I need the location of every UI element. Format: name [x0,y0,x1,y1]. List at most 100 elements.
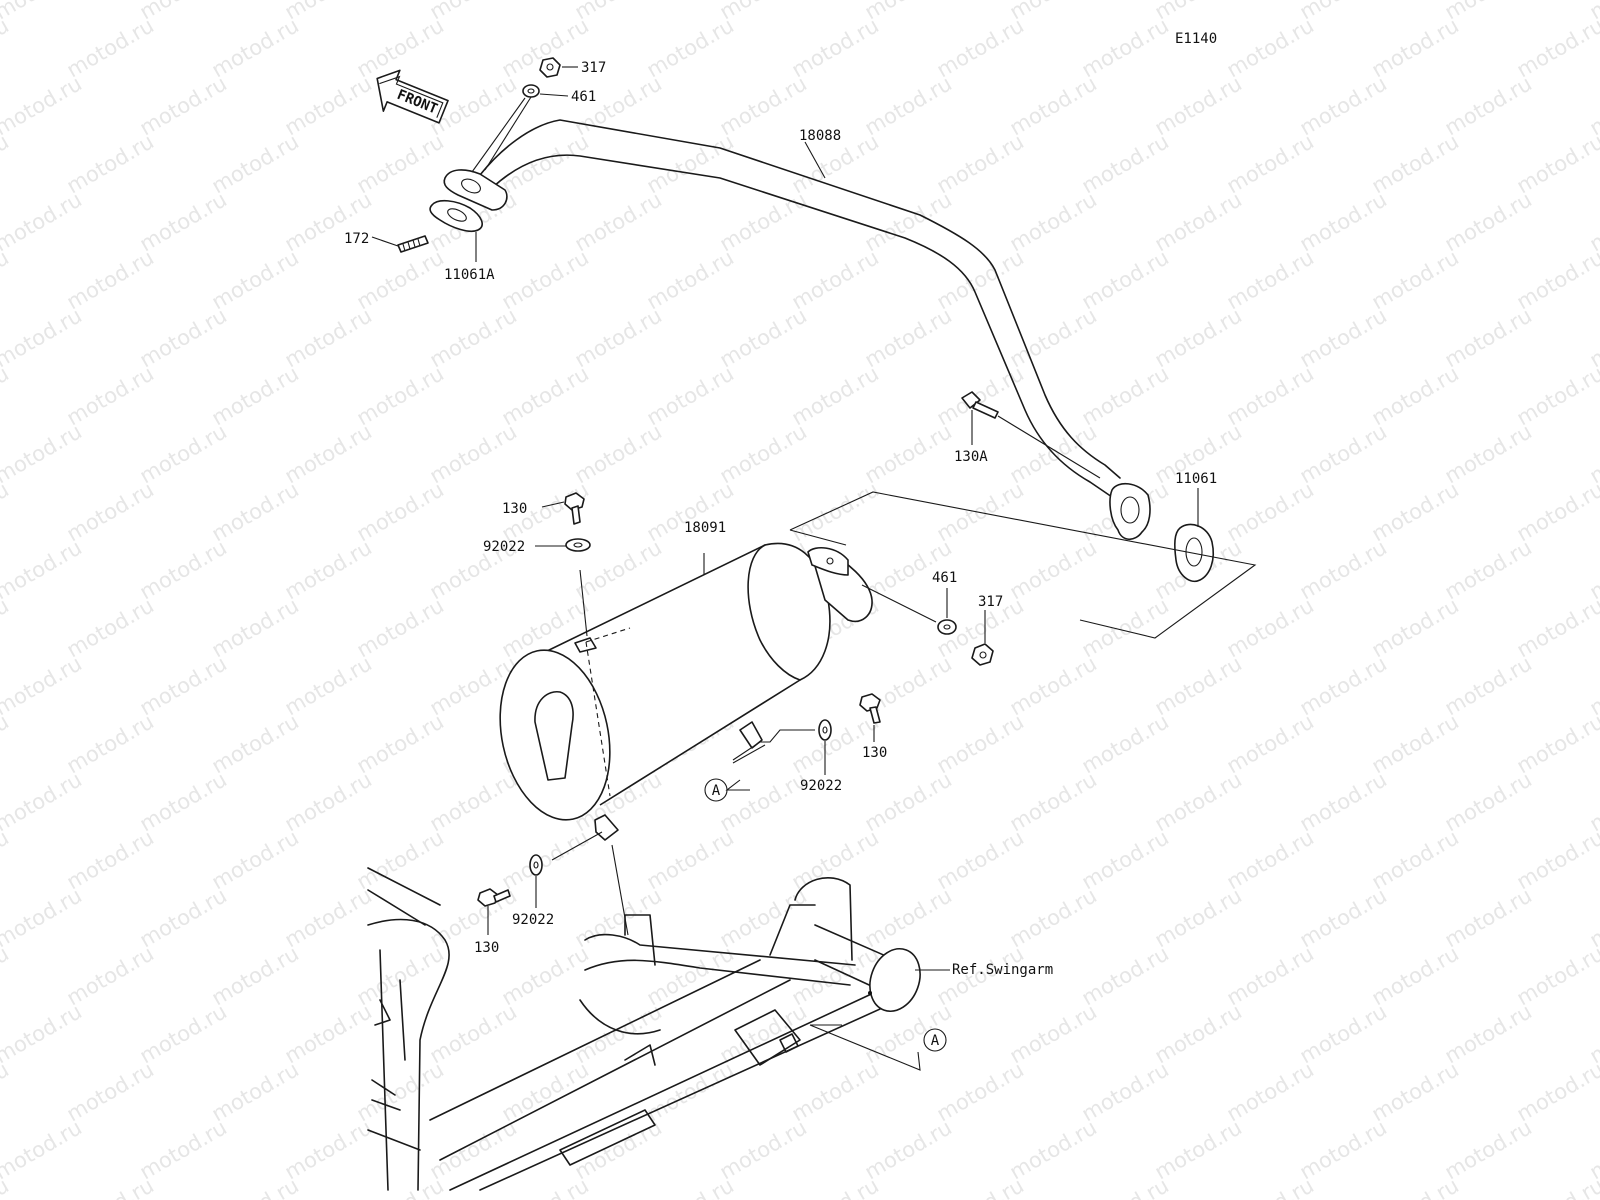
watermark-text: motod.ru [716,1115,811,1184]
watermark-text: motod.ru [643,1057,738,1126]
watermark-text: motod.ru [1441,187,1536,256]
watermark-text: motod.ru [788,13,883,82]
watermark-text: motod.ru [1586,651,1600,720]
watermark-text: motod.ru [1078,245,1173,314]
watermark-text: motod.ru [933,13,1028,82]
watermark-text: motod.ru [1296,767,1391,836]
watermark-text: motod.ru [281,767,376,836]
bolt-130-right [859,693,881,724]
watermark-text: motod.ru [1513,825,1600,894]
watermark-text: motod.ru [208,941,303,1010]
watermark-text: motod.ru [1078,709,1173,778]
label-92022-low: 92022 [512,912,554,928]
watermark-text: motod.ru [426,999,521,1068]
watermark-text: motod.ru [136,767,231,836]
watermark-text: motod.ru [716,187,811,256]
watermark-text: motod.ru [208,361,303,430]
watermark-text: motod.ru [1223,709,1318,778]
muffler-18091 [499,542,873,841]
watermark-text: motod.ru [716,767,811,836]
watermark-text: motod.ru [1151,767,1246,836]
watermark-text: motod.ru [281,419,376,488]
watermark-text: motod.ru [63,1057,158,1126]
watermark-text: motod.ru [63,709,158,778]
watermark-text: motod.ru [208,245,303,314]
label-317-top: 317 [581,60,606,76]
label-461-mid: 461 [932,570,957,586]
watermark-text: motod.ru [0,651,86,720]
watermark-text: motod.ru [208,709,303,778]
label-92022-right: 92022 [800,778,842,794]
watermark-text: motod.ru [1586,419,1600,488]
watermark-text: motod.ru [1151,651,1246,720]
watermark-text: motod.ru [1296,419,1391,488]
label-461-top: 461 [571,89,596,105]
bolt-130a [961,391,999,419]
watermark-text: motod.ru [281,883,376,952]
watermark-text: motod.ru [1078,825,1173,894]
watermark-text: motod.ru [0,593,13,662]
watermark-text: motod.ru [353,245,448,314]
watermark-text: motod.ru [63,361,158,430]
watermark-text: motod.ru [353,709,448,778]
part-labels: E1140 317 461 18088 172 11061A 130A 1106… [344,31,1217,1049]
watermark-text: motod.ru [0,477,13,546]
watermark-text: motod.ru [63,593,158,662]
watermark-text: motod.ru [426,303,521,372]
watermark-text: motod.ru [1586,883,1600,952]
watermark-text: motod.ru [136,71,231,140]
washer-92022-low [529,854,543,876]
watermark-text: motod.ru [1441,303,1536,372]
callout-a-lower: A [931,1033,940,1049]
watermark-text: motod.ru [281,303,376,372]
watermark-text: motod.ru [353,593,448,662]
watermark-text: motod.ru [643,129,738,198]
watermark-text: motod.ru [208,1173,303,1200]
watermark-text: motod.ru [716,999,811,1068]
watermark-text: motod.ru [0,1115,86,1184]
watermark-text: motod.ru [1441,1115,1536,1184]
watermark-text: motod.ru [426,419,521,488]
watermark-text: motod.ru [1223,13,1318,82]
watermark-text: motod.ru [0,999,86,1068]
watermark-text: motod.ru [1006,767,1101,836]
watermark-text: motod.ru [1441,71,1536,140]
watermark-text: motod.ru [1368,1057,1463,1126]
watermark-text: motod.ru [0,883,86,952]
watermark-text: motod.ru [208,129,303,198]
watermark-text: motod.ru [861,767,956,836]
watermark-text: motod.ru [1586,303,1600,372]
bolt-130-low [477,888,511,907]
watermark-text: motod.ru [1223,593,1318,662]
watermark-text: motod.ru [1368,129,1463,198]
watermark-text: motod.ru [136,883,231,952]
watermark-text: motod.ru [571,999,666,1068]
watermark-text: motod.ru [571,303,666,372]
watermark-text: motod.ru [1368,477,1463,546]
watermark-text: motod.ru [1223,825,1318,894]
washer-461-mid [937,619,957,635]
stud-172 [397,235,429,253]
nut-317-mid [971,643,994,666]
watermark-text: motod.ru [1513,1173,1600,1200]
watermark-text: motod.ru [136,303,231,372]
watermark-text: motod.ru [1368,13,1463,82]
watermark-text: motod.ru [0,129,13,198]
watermark-text: motod.ru [1006,1115,1101,1184]
watermark-text: motod.ru [1586,767,1600,836]
watermark-text: motod.ru [788,477,883,546]
watermark-text: motod.ru [788,1057,883,1126]
watermark-text: motod.ru [1441,767,1536,836]
watermark-text: motod.ru [1513,13,1600,82]
watermark-text: motod.ru [281,651,376,720]
watermark-text: motod.ru [1223,129,1318,198]
watermark-text: motod.ru [1296,1115,1391,1184]
watermark-text: motod.ru [1296,999,1391,1068]
watermark-text: motod.ru [933,129,1028,198]
watermark-text: motod.ru [643,13,738,82]
diagram-code: E1140 [1175,31,1217,47]
watermark-text: motod.ru [498,245,593,314]
watermark-text: motod.ru [1586,71,1600,140]
watermark-text: motod.ru [933,477,1028,546]
watermark-text: motod.ru [1006,651,1101,720]
